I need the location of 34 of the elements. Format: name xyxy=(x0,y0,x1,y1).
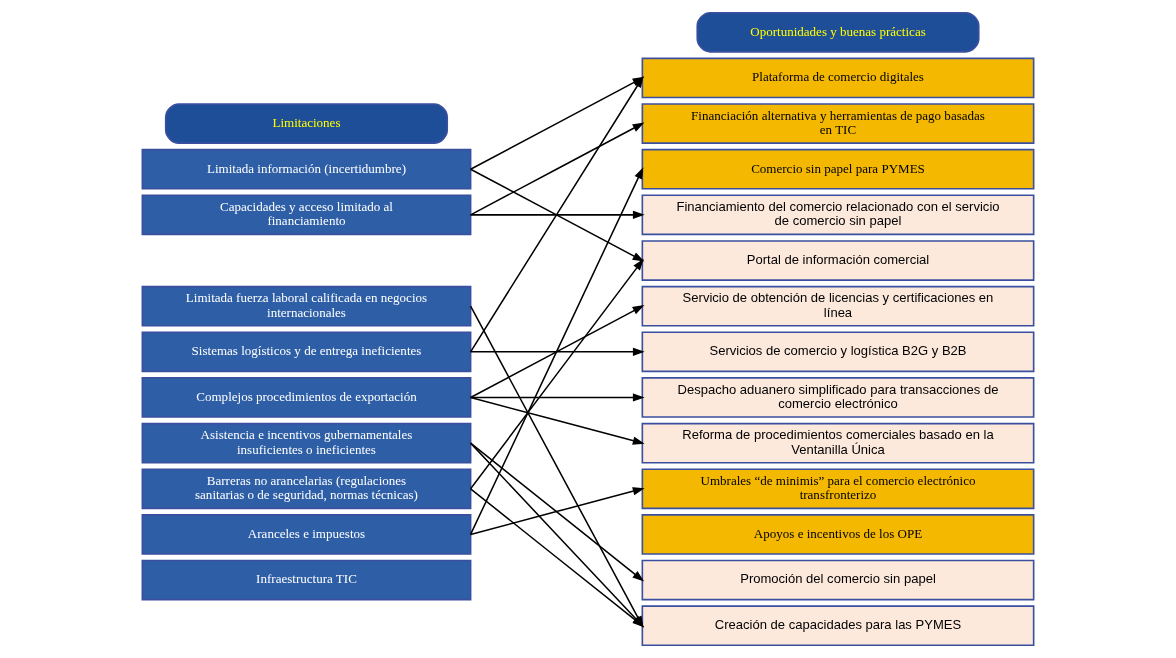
node-box: Servicio de obtención de licencias y certificaciones en línea xyxy=(641,285,1035,327)
node-box: Reforma de procedimientos comerciales basado en la Ventanilla Única xyxy=(641,422,1035,464)
node-box: Capacidades y acceso limitado al financiamiento xyxy=(141,194,472,236)
node-box: Promoción del comercio sin papel xyxy=(641,559,1035,601)
node-box: Servicios de comercio y logística B2G y B2B xyxy=(641,331,1035,373)
node-box: Portal de información comercial xyxy=(641,240,1035,281)
arrow xyxy=(469,210,645,219)
node-box: Infraestructura TIC xyxy=(141,559,472,601)
arrow xyxy=(469,487,645,536)
node-box: Creación de capacidades para las PYMES xyxy=(641,605,1035,647)
node-box: Despacho aduanero simplificado para transacciones de comercio electrónico xyxy=(641,377,1035,418)
node-box: Limitada fuerza laboral calificada en negocios internacionales xyxy=(141,285,472,327)
arrow xyxy=(469,258,644,490)
node-box: Limitaciones xyxy=(164,103,449,144)
arrow xyxy=(469,442,645,582)
arrow xyxy=(469,347,645,356)
node-box: Limitada información (incertidumbre) xyxy=(141,148,472,190)
node-box: Apoyos e incentivos de los OPE xyxy=(641,514,1035,555)
arrow xyxy=(469,305,645,399)
node-box: Complejos procedimientos de exportación xyxy=(141,377,472,418)
arrow xyxy=(469,167,644,536)
node-box: Sistemas logísticos y de entrega ineficientes xyxy=(141,331,472,373)
node-box: Financiamiento del comercio relacionado con el servicio de comercio sin papel xyxy=(641,194,1035,236)
node-box: Oportunidades y buenas prácticas xyxy=(696,11,980,53)
node-box: Barreras no arancelarias (regulaciones sanitarias o de seguridad, normas técnicas) xyxy=(141,468,472,510)
node-box: Plataforma de comercio digitales xyxy=(641,57,1035,99)
arrow xyxy=(469,168,645,262)
arrow xyxy=(469,122,645,216)
node-box: Comercio sin papel para PYMES xyxy=(641,148,1035,190)
node-box: Financiación alternativa y herramientas de pago basadas en TIC xyxy=(641,103,1035,144)
node-box: Aranceles e impuestos xyxy=(141,514,472,555)
node-box: Umbrales “de minimis” para el comercio electrónico transfronterizo xyxy=(641,468,1035,510)
node-box: Asistencia e incentivos gubernamentales insuficientes o ineficientes xyxy=(141,422,472,464)
arrow xyxy=(469,396,645,445)
